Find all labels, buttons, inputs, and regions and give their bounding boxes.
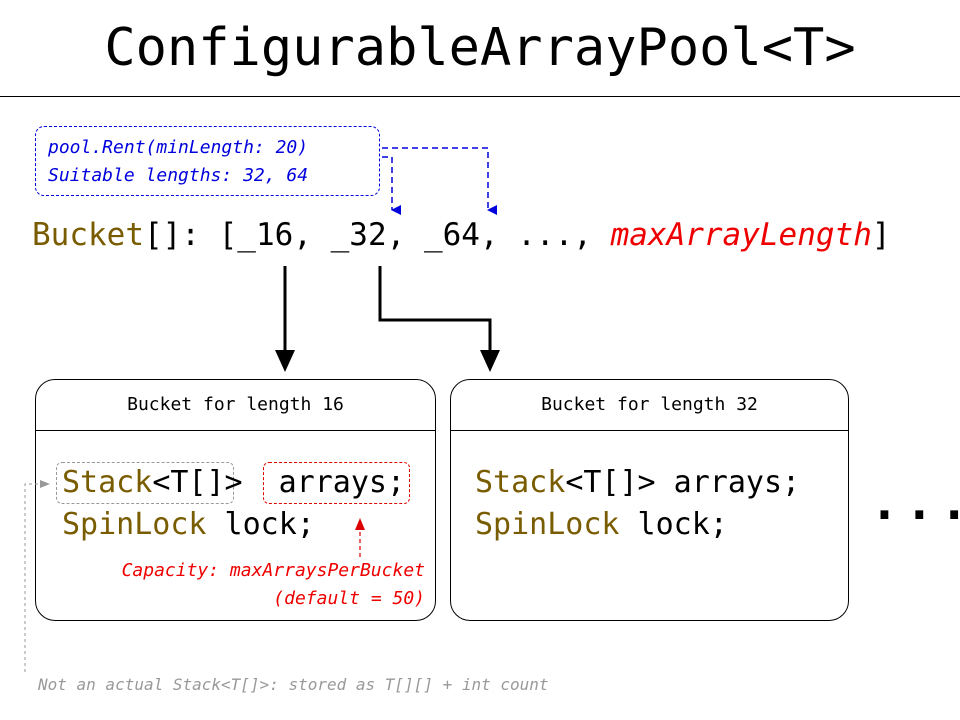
more-buckets-ellipsis: ... (870, 475, 960, 531)
stack-type-name: Stack (62, 465, 153, 500)
footnote-pointer-arrow (24, 480, 50, 672)
spinlock-type-name: SpinLock (62, 507, 207, 542)
arrays-field-highlight (263, 462, 410, 504)
bucket-array-items: []: [_16, _32, _64, ..., (143, 217, 611, 253)
suitable-lengths-text: Suitable lengths: 32, 64 (48, 165, 309, 186)
bucket-array-closing: ] (871, 217, 891, 253)
bucket-type-name: Bucket (32, 217, 144, 253)
lock-field: lock; (206, 507, 315, 542)
stack-generic: <T[]> (152, 465, 243, 500)
stack-generic-and-field: <T[]> arrays; (565, 465, 801, 500)
bucket-32-header: Bucket for length 32 (451, 380, 848, 431)
arrowhead-to-bucket-16 (275, 350, 295, 372)
stack-type-name: Stack (475, 465, 566, 500)
bucket-pointer-arrows (283, 266, 492, 354)
capacity-note-line2: (default = 50) (273, 588, 425, 609)
bucket-32-lock-line: SpinLock lock; (475, 504, 728, 546)
rent-note-box (35, 126, 380, 196)
arrays-field: arrays; (278, 465, 406, 500)
bucket-16-header: Bucket for length 16 (36, 380, 435, 431)
bucket-32-box: Bucket for length 32 (450, 379, 849, 621)
lock-field: lock; (619, 507, 728, 542)
max-array-length-item: maxArrayLength (610, 217, 872, 253)
rent-call-text: pool.Rent(minLength: 20) (48, 137, 309, 158)
bucket-16-stack-line: Stack<T[]> arrays; (62, 462, 405, 504)
bucket-32-stack-line: Stack<T[]> arrays; (475, 462, 800, 504)
capacity-note-line1: Capacity: maxArraysPerBucket (121, 560, 425, 581)
bucket-array-declaration: Bucket[]: [_16, _32, _64, ..., maxArrayL… (32, 213, 891, 257)
rent-to-suitable-buckets-arrows (382, 147, 497, 215)
footnote: Not an actual Stack<T[]>: stored as T[][… (38, 675, 549, 694)
spinlock-type-name: SpinLock (475, 507, 620, 542)
bucket-16-lock-line: SpinLock lock; (62, 504, 315, 546)
title-divider (0, 96, 960, 97)
bucket-16-box: Bucket for length 16 (35, 379, 436, 621)
capacity-pointer-arrow (355, 518, 365, 557)
arrowhead-to-bucket-32 (480, 350, 500, 372)
page-title: ConfigurableArrayPool<T> (104, 18, 856, 78)
stack-type-highlight (56, 462, 234, 504)
